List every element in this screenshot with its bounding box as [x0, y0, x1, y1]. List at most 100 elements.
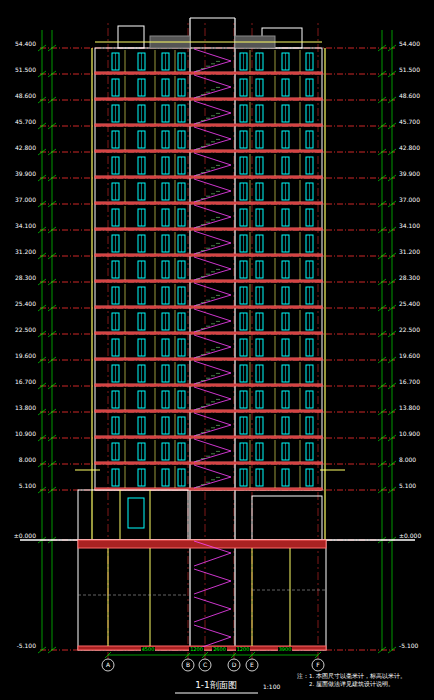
stair-flight: [194, 309, 231, 321]
dimension-tick: [378, 305, 386, 311]
window-mullion: [243, 235, 244, 252]
window-mullion: [285, 339, 286, 356]
window: [282, 157, 289, 174]
partition: [250, 50, 251, 72]
window: [306, 339, 313, 356]
window-mullion: [115, 157, 116, 174]
window-mullion: [181, 105, 182, 122]
window: [240, 53, 247, 70]
window: [240, 365, 247, 382]
window: [306, 53, 313, 70]
column: [120, 490, 121, 540]
window-mullion: [165, 105, 166, 122]
stair-step: [201, 172, 205, 173]
window: [240, 209, 247, 226]
elevation-mark: 5.100: [18, 483, 37, 490]
stair-step: [196, 487, 200, 488]
partition: [175, 336, 176, 358]
window: [256, 443, 263, 460]
stair-step: [201, 250, 205, 251]
dimension-line: [392, 30, 393, 650]
window-mullion: [115, 313, 116, 330]
stair-step: [216, 217, 220, 218]
window: [138, 131, 145, 148]
partition: [175, 128, 176, 150]
axis-bubble: [182, 659, 194, 671]
stair-flight: [194, 49, 231, 61]
stair-flight: [194, 439, 231, 451]
window-mullion: [141, 339, 142, 356]
stair-step: [211, 219, 215, 220]
partition: [175, 362, 176, 384]
partition: [125, 258, 126, 280]
window-mullion: [285, 209, 286, 226]
partition: [300, 206, 301, 228]
window-mullion: [309, 235, 310, 252]
window-mullion: [141, 157, 142, 174]
partition: [125, 102, 126, 124]
stair-flight: [194, 413, 231, 425]
window: [112, 391, 119, 408]
window-mullion: [141, 469, 142, 486]
partition: [275, 180, 276, 202]
stair-flight: [194, 609, 231, 622]
window-mullion: [165, 313, 166, 330]
stair-step: [216, 373, 220, 374]
partition: [175, 50, 176, 72]
stair-step: [211, 63, 215, 64]
window-mullion: [243, 53, 244, 70]
dimension-line: [382, 30, 383, 650]
dimension-tick: [48, 435, 56, 441]
partition: [125, 154, 126, 176]
window: [178, 235, 185, 252]
stair-step: [211, 427, 215, 428]
partition: [155, 50, 156, 72]
stair-step: [196, 71, 200, 72]
stair-step: [201, 146, 205, 147]
dimension-tick: [231, 652, 237, 658]
window: [112, 235, 119, 252]
stair-flight: [194, 231, 231, 243]
window-mullion: [243, 261, 244, 278]
window: [256, 391, 263, 408]
window: [162, 183, 169, 200]
dimension-tick: [48, 305, 56, 311]
dimension-text: 3900: [278, 647, 293, 653]
window-mullion: [115, 79, 116, 96]
axis-number: A: [105, 662, 111, 669]
partition: [125, 50, 126, 72]
stair-step: [196, 331, 200, 332]
dimension-tick: [378, 279, 386, 285]
window-mullion: [243, 469, 244, 486]
window-mullion: [285, 183, 286, 200]
column: [150, 490, 151, 540]
stair-step: [216, 269, 220, 270]
partition: [155, 232, 156, 254]
partition: [300, 128, 301, 150]
partition: [300, 76, 301, 98]
dimension-tick: [388, 253, 396, 259]
window: [256, 287, 263, 304]
dimension-tick: [48, 45, 56, 51]
dimension-tick: [38, 487, 46, 493]
window-mullion: [259, 235, 260, 252]
partition: [300, 232, 301, 254]
window: [178, 417, 185, 434]
partition: [125, 128, 126, 150]
window: [112, 365, 119, 382]
window: [178, 391, 185, 408]
partition: [125, 466, 126, 488]
dimension-tick: [378, 647, 386, 653]
stair-step: [201, 302, 205, 303]
elevation-mark: 37.000: [398, 197, 421, 204]
window: [282, 261, 289, 278]
window: [282, 53, 289, 70]
window: [162, 131, 169, 148]
window-mullion: [181, 287, 182, 304]
window-mullion: [259, 391, 260, 408]
dimension-text: 4500: [141, 647, 156, 653]
stair-step: [211, 167, 215, 168]
stair-step: [206, 222, 210, 223]
stair-step: [206, 66, 210, 67]
window: [282, 235, 289, 252]
